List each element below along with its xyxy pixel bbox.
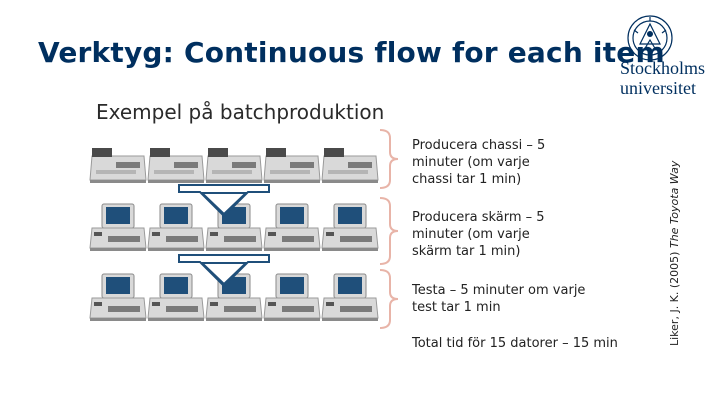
logo-line-1: Stockholms [620, 58, 706, 78]
step-line: skärm tar 1 min) [412, 244, 521, 259]
block-arrow-down-icon [178, 254, 270, 288]
right-curly-brace-icon [379, 269, 399, 329]
retro-computer-icon [262, 140, 322, 192]
block-arrow-down-icon [178, 184, 270, 218]
retro-computer-icon [320, 272, 380, 324]
step-line: minuter (om varje [412, 155, 530, 170]
step-line: chassi tar 1 min) [412, 172, 522, 187]
step-screen: Producera skärm – 5 minuter (om varje sk… [412, 209, 545, 260]
right-curly-brace-icon [379, 197, 399, 265]
retro-computer-icon [88, 202, 148, 254]
step-line: Producera skärm – 5 [412, 210, 545, 225]
university-wordmark: Stockholms universitet [620, 58, 716, 98]
retro-computer-icon [204, 140, 264, 192]
total-time: Total tid för 15 datorer – 15 min [412, 336, 618, 351]
retro-computer-icon [320, 202, 380, 254]
retro-computer-icon [146, 202, 206, 254]
citation-author: Liker, J. K. (2005) [668, 248, 681, 346]
step-line: Testa – 5 minuter om varje [412, 283, 586, 298]
retro-computer-icon [88, 272, 148, 324]
retro-computer-icon [146, 272, 206, 324]
retro-computer-icon [262, 272, 322, 324]
slide-subtitle: Exempel på batchproduktion [96, 100, 385, 124]
retro-computer-icon [320, 140, 380, 192]
retro-computer-icon [88, 140, 148, 192]
citation: Liker, J. K. (2005) The Toyota Way [668, 161, 681, 346]
logo-line-2: universitet [620, 78, 696, 98]
retro-computer-icon [146, 140, 206, 192]
retro-computer-icon [262, 202, 322, 254]
right-curly-brace-icon [379, 129, 399, 189]
step-chassis: Producera chassi – 5 minuter (om varje c… [412, 137, 545, 188]
citation-book: The Toyota Way [668, 160, 681, 249]
step-line: Producera chassi – 5 [412, 138, 546, 153]
slide-title: Verktyg: Continuous flow for each item [38, 36, 665, 69]
step-line: minuter (om varje [412, 227, 530, 242]
step-line: test tar 1 min [412, 300, 501, 315]
university-crest-icon [627, 15, 673, 61]
step-test: Testa – 5 minuter om varje test tar 1 mi… [412, 282, 585, 316]
